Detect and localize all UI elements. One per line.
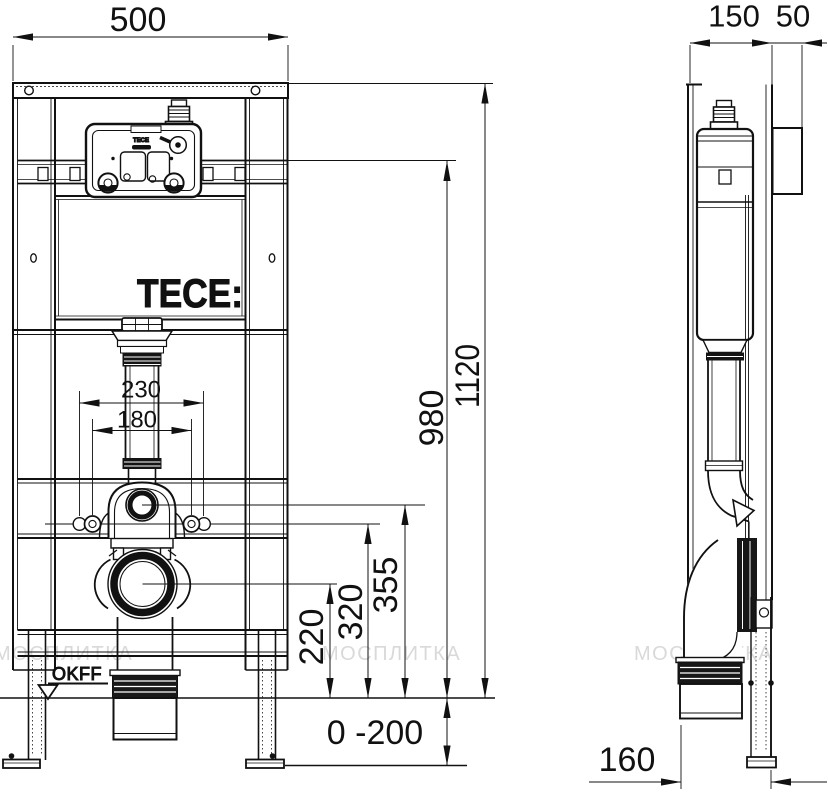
side-cistern <box>695 127 755 540</box>
fixing-bolts <box>45 515 380 533</box>
floor-level-label: OKFF <box>52 664 102 684</box>
dim-frame-depth-label: 150 <box>708 0 760 34</box>
frame-rails <box>12 98 289 671</box>
inspection-box: TECE <box>84 122 203 199</box>
side-frame <box>686 83 803 658</box>
side-dimension-labels: 150 50 160 <box>599 0 811 779</box>
flush-pipe-front <box>110 317 174 488</box>
side-leg <box>746 597 777 769</box>
dim-flush-elbow-height-label: 355 <box>367 557 405 614</box>
front-dimension-labels: 500 230 180 980 1120 355 320 220 0 -200 <box>110 1 487 752</box>
dim-bolt-outer-label: 230 <box>121 377 161 404</box>
dim-plate-depth-label: 50 <box>776 0 810 34</box>
dim-floor-range-label: 0 -200 <box>327 714 423 752</box>
top-crossbar <box>12 82 289 99</box>
floor-lines <box>0 697 495 767</box>
watermark: МОСПЛИТКА МОСПЛИТКА МОСПЛИТКА <box>0 643 772 665</box>
wall-mount-plate <box>771 127 803 195</box>
frame-legs <box>2 630 285 769</box>
side-dimensions <box>589 39 827 789</box>
flush-elbow-housing <box>98 481 186 539</box>
dim-bolt-inner-label: 180 <box>117 407 157 434</box>
waste-outlet-lower <box>109 669 181 741</box>
side-flush-pipe <box>701 339 756 538</box>
brand-logo: TECE: <box>137 272 243 316</box>
side-waste-bend <box>675 538 757 720</box>
front-view: TECE: TECE <box>0 82 495 769</box>
dim-total-width-label: 500 <box>110 1 167 39</box>
dim-outlet-offset-label: 160 <box>599 741 656 779</box>
floor-level-marker <box>36 682 108 701</box>
side-view <box>675 83 803 769</box>
front-dimensions <box>12 33 493 766</box>
box-logo: TECE <box>133 138 149 144</box>
dim-total-height-label: 1120 <box>449 344 487 408</box>
lower-crossbar <box>17 629 288 657</box>
watermark-text: МОСПЛИТКА <box>0 643 133 665</box>
dim-waste-height-label: 220 <box>293 609 331 666</box>
side-water-valve <box>709 99 739 130</box>
dim-rail-height-label: 980 <box>413 390 451 447</box>
watermark-text: МОСПЛИТКА <box>322 643 461 665</box>
dim-bolt-height-label: 320 <box>332 584 370 641</box>
